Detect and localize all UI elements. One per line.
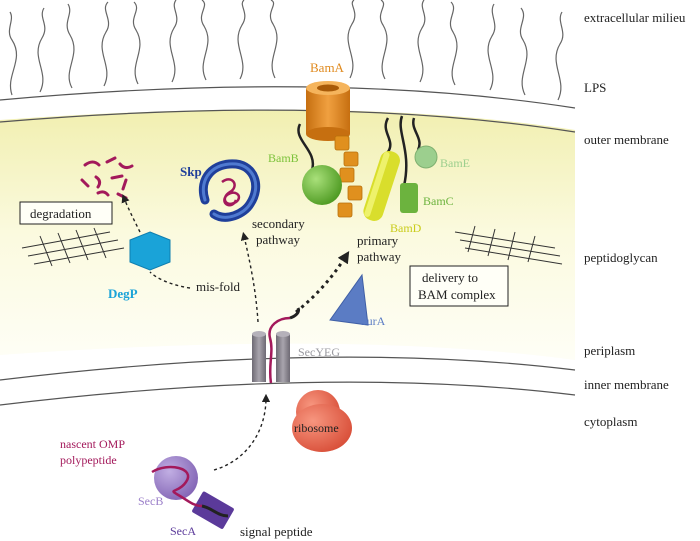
secb-label: SecB <box>138 494 163 508</box>
bamc-label: BamC <box>423 194 454 208</box>
secyeg-channel <box>252 307 300 384</box>
secb-seca-complex <box>151 456 234 529</box>
layer-peptidoglycan: peptidoglycan <box>584 250 658 265</box>
sura-label: SurA <box>360 314 386 328</box>
bamb <box>302 165 342 205</box>
bamd-lipid-anchor <box>384 117 392 153</box>
bame <box>414 145 438 169</box>
nascent-polypeptide-chain <box>151 465 203 508</box>
degp-label: DegP <box>108 286 138 301</box>
bamb-lipid-anchor <box>297 123 315 171</box>
bama-label: BamA <box>310 60 345 75</box>
sura-wedge <box>329 273 369 326</box>
signal-peptide-label: signal peptide <box>240 524 313 539</box>
layer-extracellular: extracellular milieu <box>584 10 686 25</box>
bame-lipid-anchor <box>412 117 421 151</box>
degp-hexagon <box>129 231 171 271</box>
arrow-misfold-to-degp <box>149 271 191 289</box>
secyeg-label: SecYEG <box>298 345 340 359</box>
layer-lps: LPS <box>584 80 606 95</box>
degradation-box <box>19 201 113 225</box>
ribosome <box>292 390 352 452</box>
layer-cytoplasm: cytoplasm <box>584 414 637 429</box>
primary-pathway-label-2: pathway <box>357 249 402 264</box>
peptidoglycan-mesh-right <box>454 225 563 265</box>
delivery-box <box>409 265 509 307</box>
bama-barrel-pore <box>317 84 339 92</box>
layer-periplasm: periplasm <box>584 343 635 358</box>
misfold-label: mis-fold <box>196 279 241 294</box>
arrow-secb-to-secyeg <box>213 393 271 471</box>
ribosome-label: ribosome <box>294 421 339 435</box>
seca-signal-peptide <box>201 504 229 518</box>
seca-label: SecA <box>170 524 196 538</box>
secondary-pathway-label-2: pathway <box>256 232 301 247</box>
bame-label: BamE <box>440 156 470 170</box>
bamc <box>400 183 418 213</box>
nascent-omp-label-1: nascent OMP <box>60 437 125 451</box>
skp-label: Skp <box>180 164 202 179</box>
bam-complex <box>297 81 438 221</box>
bamc-lipid-anchor <box>399 115 408 187</box>
bamb-label: BamB <box>268 151 299 165</box>
skp-bound-omp <box>221 178 241 207</box>
layer-outer-membrane: outer membrane <box>584 132 669 147</box>
arrow-primary-pathway <box>295 250 350 314</box>
bama-potra-domains <box>334 135 363 218</box>
arrow-to-degradation <box>121 194 141 233</box>
layer-inner-membrane: inner membrane <box>584 377 669 392</box>
arrow-secondary-pathway <box>240 231 259 323</box>
secondary-pathway-label-1: secondary <box>252 216 305 231</box>
delivery-label-2: BAM complex <box>418 287 496 302</box>
outer-membrane-top <box>0 86 576 109</box>
inner-membrane-bottom <box>0 381 576 406</box>
inner-membrane-top <box>0 356 576 381</box>
skp-chaperone <box>198 159 261 222</box>
delivery-label-1: delivery to <box>422 270 478 285</box>
lps-chains <box>8 0 564 101</box>
translocon-signal-peptide <box>289 307 300 320</box>
bamd-label: BamD <box>390 221 422 235</box>
nascent-omp-label-2: polypeptide <box>60 453 117 467</box>
translocating-polypeptide <box>268 316 291 384</box>
bamd <box>363 150 400 221</box>
primary-pathway-label-1: primary <box>357 233 399 248</box>
peptidoglycan-mesh-left <box>21 227 125 267</box>
bama-barrel <box>306 88 350 134</box>
degradation-label: degradation <box>30 206 92 221</box>
